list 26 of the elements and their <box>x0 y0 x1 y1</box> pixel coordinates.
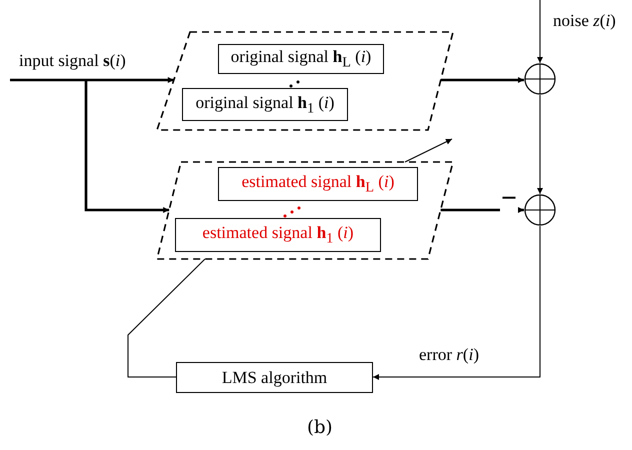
arrow <box>84 80 170 213</box>
summing-junction <box>524 63 556 95</box>
box-label: original signal h$_{L}$ (i) <box>230 48 372 70</box>
dashed-parallelogram <box>157 162 453 259</box>
edge-label: noise z(i) <box>552 12 617 31</box>
arrow <box>537 0 543 64</box>
arrow <box>537 94 543 194</box>
box-label: estimated signal h$_{1}$ (i) <box>202 224 354 246</box>
signal-box <box>218 167 418 201</box>
caption: (b) <box>306 418 334 438</box>
arrow <box>372 226 540 380</box>
edge-label: input signal s(i) <box>18 52 127 71</box>
arrow <box>10 77 174 83</box>
summing-junction <box>524 194 556 226</box>
dashed-parallelogram <box>157 32 453 130</box>
edge-label: error r(i) <box>418 346 480 365</box>
arrow <box>440 77 524 83</box>
box-label: LMS algorithm <box>222 369 328 386</box>
signal-box <box>218 44 384 74</box>
connector-line <box>128 258 206 378</box>
signal-box <box>175 218 381 252</box>
process-box <box>176 362 373 393</box>
box-label: estimated signal h$_{L}$ (i) <box>242 173 394 195</box>
signal-box <box>182 88 348 121</box>
arrow <box>404 138 452 162</box>
box-label: original signal h$_{1}$ (i) <box>196 94 334 116</box>
